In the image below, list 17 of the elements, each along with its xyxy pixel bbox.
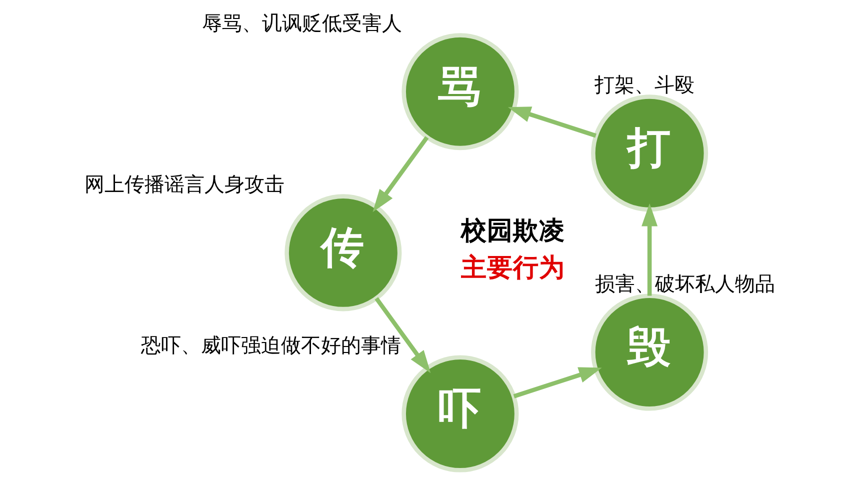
node-label: 打架、斗殴 [594, 72, 695, 96]
node-label: 恐吓、威吓强迫做不好的事情 [141, 332, 402, 357]
node-circle: 传 [284, 194, 402, 312]
node-circle: 毁 [591, 294, 708, 411]
arrow [374, 297, 431, 374]
arrow [508, 106, 596, 138]
node-label: 网上传播谣言人身攻击 [84, 172, 285, 196]
label: 主要行为 [461, 253, 566, 284]
node-label: 损害、破坏私人物品 [595, 271, 776, 296]
arrow [642, 203, 658, 296]
node-label: 辱骂、讥讽贬低受害人 [202, 10, 402, 35]
arrow [372, 136, 429, 212]
node-circle: 打 [591, 94, 708, 212]
arrow [513, 367, 602, 398]
node-circle: 骂 [402, 33, 519, 150]
label: 校园欺凌 [461, 216, 566, 246]
node-circle: 吓 [402, 355, 519, 472]
